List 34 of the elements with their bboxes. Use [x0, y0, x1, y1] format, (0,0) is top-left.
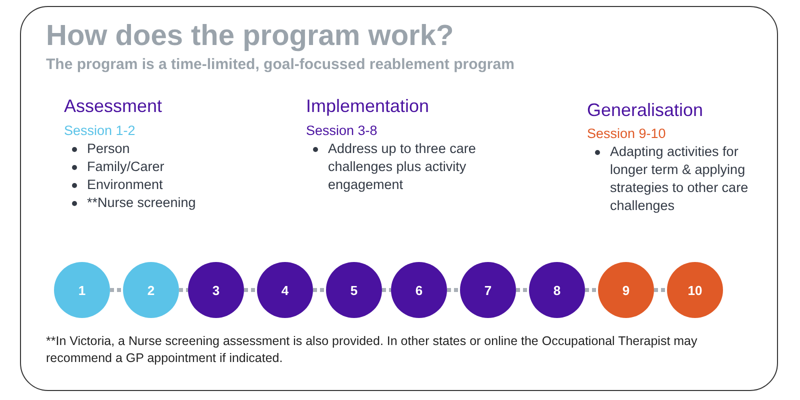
- session-circle: 9: [598, 262, 654, 318]
- session-range: Session 9-10: [587, 125, 666, 143]
- dotted-connector: [313, 288, 326, 292]
- session-circle: 3: [188, 262, 244, 318]
- session-circle: 5: [326, 262, 382, 318]
- session-range: Session 1-2: [64, 122, 136, 140]
- bullet-text: Adapting activities for longer term & applying strategies to other care challenges: [610, 143, 750, 215]
- session-circle: 2: [123, 262, 179, 318]
- session-circle: 1: [54, 262, 110, 318]
- session-circle: 10: [667, 262, 723, 318]
- dotted-connector: [585, 288, 598, 292]
- dotted-connector: [179, 288, 188, 292]
- dotted-connector: [110, 288, 123, 292]
- subtitle: The program is a time-limited, goal-focussed reablement program: [46, 56, 514, 74]
- session-circle: 7: [460, 262, 516, 318]
- dotted-connector: [654, 288, 667, 292]
- bullet-text: Address up to three care challenges plus activity engagement: [328, 140, 477, 194]
- bullet-text: **Nurse screening: [87, 194, 196, 212]
- session-circle: 6: [391, 262, 447, 318]
- footnote: **In Victoria, a Nurse screening assessment is also provided. In other states or online the Occupational Therapist may recommend a GP appointment if indicated.: [46, 333, 698, 367]
- bullet-text: Person: [87, 140, 130, 158]
- phase-heading: Assessment: [64, 97, 162, 115]
- bullet-text: Family/Carer: [87, 158, 164, 176]
- dotted-connector: [516, 288, 529, 292]
- title: How does the program work?: [46, 20, 454, 53]
- session-range: Session 3-8: [306, 122, 378, 140]
- session-circle: 4: [257, 262, 313, 318]
- bullet-text: Environment: [87, 176, 163, 194]
- session-circle: 8: [529, 262, 585, 318]
- phase-heading: Implementation: [306, 97, 430, 115]
- dotted-connector: [447, 288, 460, 292]
- dotted-connector: [244, 288, 257, 292]
- phase-heading: Generalisation: [587, 101, 704, 119]
- dotted-connector: [382, 288, 391, 292]
